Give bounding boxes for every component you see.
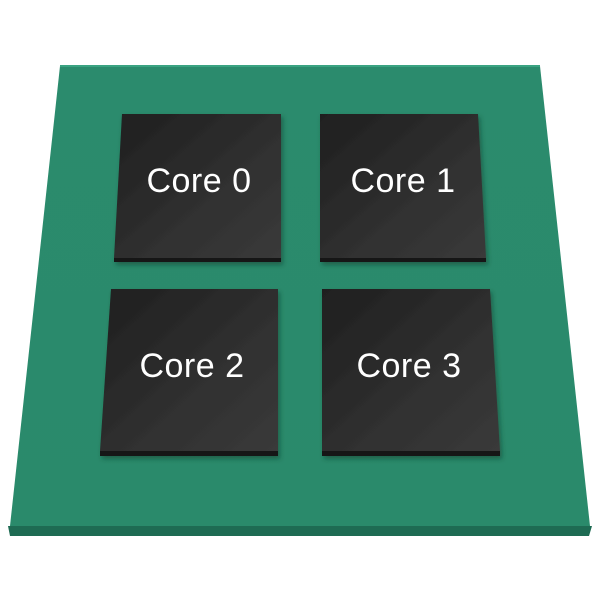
core-0-label: Core 0 bbox=[146, 162, 251, 200]
core-1-chip bbox=[320, 114, 486, 258]
core-3-chip bbox=[322, 289, 500, 451]
core-3: Core 3 bbox=[322, 289, 500, 456]
substrate-board bbox=[8, 65, 592, 536]
core-0: Core 0 bbox=[114, 114, 281, 262]
core-1-edge bbox=[320, 258, 486, 262]
core-1: Core 1 bbox=[320, 114, 486, 262]
core-2-chip bbox=[100, 289, 278, 451]
core-2-edge bbox=[100, 451, 278, 456]
core-3-label: Core 3 bbox=[356, 347, 461, 385]
core-0-chip bbox=[114, 114, 281, 258]
board-top-surface bbox=[10, 66, 590, 526]
core-3-edge bbox=[322, 451, 500, 456]
core-0-edge bbox=[114, 258, 281, 262]
board-side-edge bbox=[8, 526, 592, 536]
core-1-label: Core 1 bbox=[350, 162, 455, 200]
core-2: Core 2 bbox=[100, 289, 278, 456]
core-2-label: Core 2 bbox=[139, 347, 244, 385]
